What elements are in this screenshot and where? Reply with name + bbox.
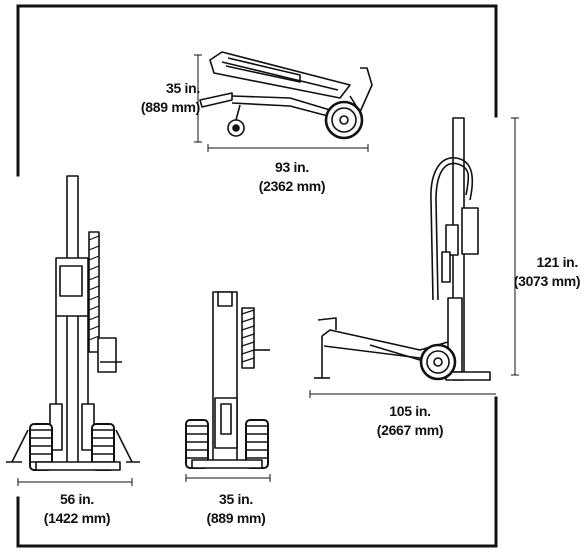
- vertical-view-length-millimeters: (2667 mm): [376, 422, 444, 438]
- rear-view-width-millimeters: (889 mm): [206, 510, 266, 526]
- frame-line: [16, 396, 498, 548]
- front-view-width-label: 56 in. (1422 mm): [34, 490, 120, 528]
- top-view-height-inches: 35 in.: [166, 80, 200, 96]
- front-view-width-millimeters: (1422 mm): [43, 510, 111, 526]
- vertical-position-rear-machine: [185, 291, 270, 469]
- front-view-width-inches: 56 in.: [60, 491, 94, 507]
- top-view-length-inches: 93 in.: [275, 159, 309, 175]
- dimension-lines: [185, 474, 271, 482]
- rear-view-width-label: 35 in. (889 mm): [196, 490, 276, 528]
- dimension-lines: [194, 54, 369, 152]
- top-view-height-millimeters: (889 mm): [140, 99, 200, 115]
- vertical-view-height-millimeters: (3073 mm): [513, 273, 581, 289]
- vertical-view-length-inches: 105 in.: [389, 403, 431, 419]
- frame-line: [16, 4, 498, 177]
- vertical-position-front-machine: [6, 175, 140, 471]
- top-view-height-label: 35 in. (889 mm): [136, 79, 200, 117]
- top-view-length-millimeters: (2362 mm): [258, 178, 326, 194]
- dimension-lines: [309, 117, 519, 398]
- dimension-lines: [17, 478, 133, 486]
- vertical-position-side-machine: [314, 117, 491, 381]
- vertical-view-height-inches: 121 in.: [536, 254, 579, 270]
- rear-view-width-inches: 35 in.: [219, 491, 253, 507]
- vertical-view-length-label: 105 in. (2667 mm): [364, 402, 456, 440]
- top-view-length-label: 93 in. (2362 mm): [252, 158, 332, 196]
- vertical-view-height-label: 121 in. (3073 mm): [508, 253, 586, 291]
- towing-position-machine: [199, 51, 373, 140]
